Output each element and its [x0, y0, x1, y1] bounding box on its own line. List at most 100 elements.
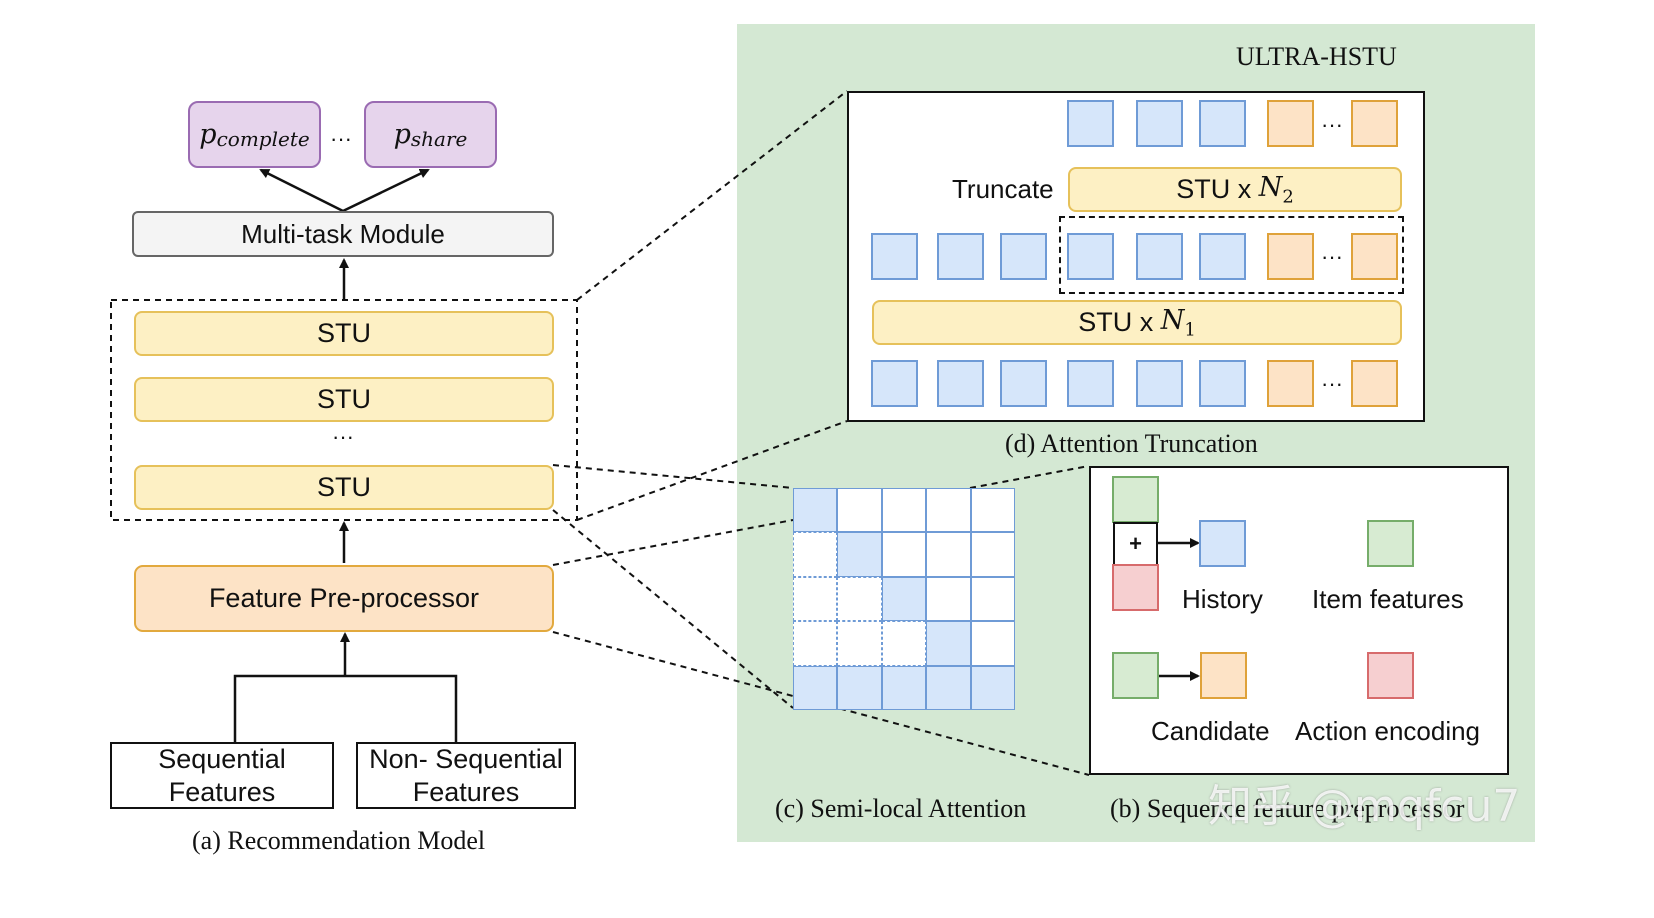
stu-n2-text: STU x [1176, 174, 1259, 204]
history-token [1067, 233, 1114, 280]
stu-n1-var-letter: N [1160, 304, 1185, 336]
action-token [1367, 652, 1414, 699]
truncation-dashed-frame [1059, 216, 1404, 294]
history-token [1199, 520, 1246, 567]
history-token [1067, 100, 1114, 147]
attention-cell-masked [881, 532, 927, 577]
history-token [1199, 233, 1246, 280]
multitask-module: Multi-task Module [132, 211, 554, 257]
history-token [1136, 100, 1183, 147]
p-ellipsis: ··· [330, 126, 352, 151]
candidate-token [1351, 360, 1398, 407]
caption-sequence-preprocessor: (b) Sequence feature preprocessor [1110, 794, 1465, 823]
attention-cell-masked [881, 488, 927, 533]
zoom-line-grid-to-b [969, 465, 1090, 489]
stu-n2-var-sub: 2 [1282, 186, 1294, 208]
attention-cell-local-window [837, 576, 882, 622]
attention-cell-local-window [793, 621, 838, 666]
action-token [1112, 564, 1159, 611]
zoom-line-stack-bottom [576, 420, 848, 521]
attention-cell-attended [926, 665, 971, 710]
stu-n1-block: STU x N1 [872, 300, 1402, 345]
plus-operator: + [1113, 522, 1158, 566]
attention-cell-masked [970, 488, 1015, 533]
attention-cell-masked [970, 532, 1015, 577]
attention-cell-attended [837, 532, 882, 577]
attention-cell-attended [837, 665, 882, 710]
item-features-label: Item features [1312, 584, 1464, 614]
history-token [871, 233, 918, 280]
stu-block-3: STU [134, 465, 554, 510]
sequence-preprocessor-panel [1089, 466, 1509, 775]
attention-cell-attended [793, 488, 838, 533]
stu-n2-block: STU x N2 [1068, 167, 1402, 212]
nonsequential-features: Non- Sequential Features [356, 742, 576, 809]
caption-attention-truncation: (d) Attention Truncation [1005, 429, 1258, 458]
zoom-line-stu-bottom [552, 509, 794, 709]
stu-block-2: STU [134, 377, 554, 422]
stu-n2-var: N2 [1259, 172, 1294, 207]
candidate-token [1267, 233, 1314, 280]
attention-cell-attended [881, 576, 927, 622]
attention-cell-masked [837, 488, 882, 533]
history-token [1067, 360, 1114, 407]
stu-n1-text: STU x [1078, 307, 1161, 337]
attention-cell-attended [881, 665, 927, 710]
attention-cell-local-window [881, 621, 927, 666]
attention-cell-masked [926, 532, 971, 577]
candidate-label: Candidate [1151, 716, 1270, 746]
stu-n1-var-sub: 1 [1184, 319, 1196, 341]
plus-sign: + [1129, 531, 1142, 556]
attention-cell-masked [970, 621, 1015, 666]
attention-cell-masked [926, 576, 971, 622]
stu-block-1: STU [134, 311, 554, 356]
attention-cell-masked [926, 488, 971, 533]
ultra-hstu-title: ULTRA-HSTU [1236, 42, 1397, 71]
history-token [1000, 360, 1047, 407]
token-ellipsis: ··· [1321, 371, 1343, 396]
history-token [937, 360, 984, 407]
history-token [937, 233, 984, 280]
sequential-features: Sequential Features [110, 742, 334, 809]
token-ellipsis: ··· [1321, 244, 1343, 269]
attention-cell-local-window [793, 532, 838, 577]
history-token [1199, 100, 1246, 147]
history-token [1136, 360, 1183, 407]
stu-stack-outline [110, 299, 578, 521]
action-encoding-label: Action encoding [1295, 716, 1481, 746]
p-complete-base: p [199, 119, 217, 150]
attention-cell-attended [793, 665, 838, 710]
stu-n2-var-letter: N [1258, 171, 1283, 203]
zoom-line-stu-top [552, 464, 794, 489]
item-feature-token [1112, 476, 1159, 523]
zoom-line-stack-top [576, 90, 848, 301]
caption-recommendation-model: (a) Recommendation Model [192, 826, 486, 855]
attention-cell-local-window [793, 576, 838, 622]
watermark: 知乎 @mqfcu7 [1208, 781, 1521, 832]
candidate-token [1200, 652, 1247, 699]
p-share-sub: share [410, 126, 468, 151]
p-share-base: p [393, 119, 411, 150]
history-token [871, 360, 918, 407]
item-feature-token [1367, 520, 1414, 567]
feature-preprocessor: Feature Pre-processor [134, 565, 554, 632]
arrow-to-p-complete [259, 168, 344, 213]
candidate-token [1351, 100, 1398, 147]
p-complete-sub: complete [216, 126, 310, 151]
arrow-features-merge [233, 674, 458, 742]
candidate-token [1351, 233, 1398, 280]
history-label: History [1182, 584, 1263, 614]
attention-cell-masked [970, 576, 1015, 622]
attention-cell-attended [970, 665, 1015, 710]
history-token [1199, 360, 1246, 407]
history-token [1000, 233, 1047, 280]
zoom-line-fpp-top [552, 519, 794, 566]
truncate-label: Truncate [952, 174, 1054, 204]
arrow-to-p-share [342, 168, 430, 213]
stu-n1-var: N1 [1161, 305, 1196, 340]
attention-cell-attended [926, 621, 971, 666]
